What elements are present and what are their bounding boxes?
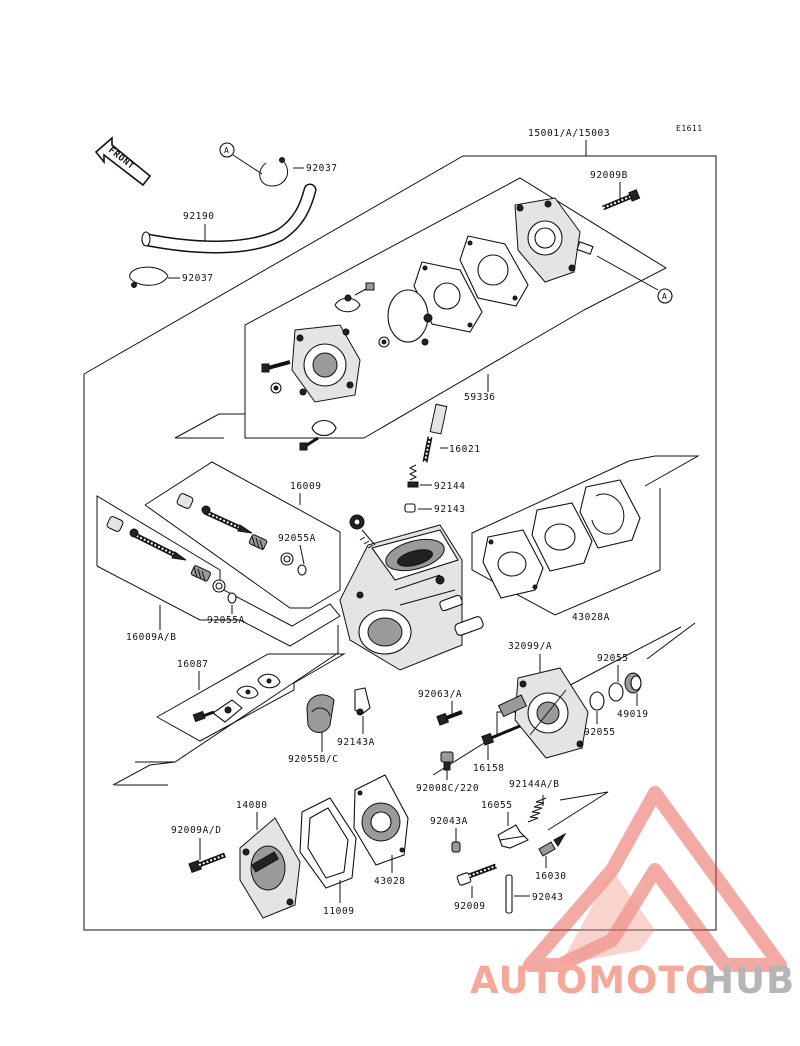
label-92143: 92143 bbox=[434, 504, 466, 515]
label-49019: 49019 bbox=[617, 709, 649, 720]
label-16009ab: 16009A/B bbox=[126, 632, 177, 643]
main-assembly-frame bbox=[83, 155, 717, 931]
label-92009b: 92009B bbox=[590, 170, 628, 181]
adjuster-screw-16009 bbox=[176, 493, 253, 534]
pump-screws-left bbox=[261, 336, 390, 394]
diaphragm-43028a bbox=[579, 479, 641, 549]
adjuster-kit-frame-16009ab bbox=[96, 495, 341, 647]
cap-92055bc bbox=[306, 694, 335, 733]
washer-92055a-lower bbox=[212, 579, 237, 604]
cover-14080 bbox=[239, 817, 301, 919]
pin-92043a bbox=[451, 841, 461, 853]
screw-92009 bbox=[456, 863, 497, 886]
screw-92063a bbox=[436, 710, 463, 726]
gasket-11009 bbox=[299, 797, 357, 889]
adjuster-screw-16009ab bbox=[106, 516, 187, 561]
fuel-pump-body bbox=[291, 324, 361, 403]
carburetor-body bbox=[339, 514, 484, 671]
hose-clamp-top bbox=[259, 157, 288, 187]
fuel-pump-gasket bbox=[413, 261, 483, 333]
label-92063a: 92063/A bbox=[418, 689, 462, 700]
label-92037-top: 92037 bbox=[306, 163, 338, 174]
o-ring-92055-right bbox=[608, 682, 624, 702]
label-92190: 92190 bbox=[183, 211, 215, 222]
ref-marker-a-top: A bbox=[219, 142, 263, 175]
label-92055-right: 92055 bbox=[597, 653, 629, 664]
inlet-needle-16030 bbox=[538, 832, 567, 857]
screw-16158 bbox=[481, 724, 521, 746]
label-92008c: 92008C/220 bbox=[416, 783, 479, 794]
label-92043: 92043 bbox=[532, 892, 564, 903]
label-16009: 16009 bbox=[290, 481, 322, 492]
label-43028a: 43028A bbox=[572, 612, 610, 623]
label-92055-lower-right: 92055 bbox=[584, 727, 616, 738]
plug-92008c bbox=[440, 751, 454, 771]
label-92144: 92144 bbox=[434, 481, 466, 492]
watermark-text-hub: HUB bbox=[703, 959, 795, 1002]
pump-check-valve bbox=[334, 282, 375, 313]
inlet-needle-valve bbox=[422, 403, 448, 463]
fuel-hose bbox=[141, 183, 317, 254]
label-32099a: 32099/A bbox=[508, 641, 552, 652]
label-92009: 92009 bbox=[454, 901, 486, 912]
label-59336: 59336 bbox=[464, 392, 496, 403]
label-14080: 14080 bbox=[236, 800, 268, 811]
watermark-text-automoto: AUTOMOTO bbox=[470, 959, 717, 1002]
collar-92143 bbox=[404, 503, 416, 513]
hose-clamp-bottom bbox=[129, 266, 169, 288]
sheet-code: E1611 bbox=[676, 124, 703, 133]
svg-text:A: A bbox=[662, 292, 667, 301]
front-arrow-icon: FRONT bbox=[94, 136, 152, 187]
label-92037-bottom: 92037 bbox=[182, 273, 214, 284]
fuel-pump-diaphragm bbox=[459, 235, 529, 307]
screw-92009b bbox=[602, 189, 641, 211]
adjuster-spring-16009ab bbox=[190, 565, 212, 582]
spring-92144 bbox=[407, 464, 419, 488]
pump-o-ring bbox=[387, 289, 433, 346]
label-16087: 16087 bbox=[177, 659, 209, 670]
diaphragm-kit-frame-43028a bbox=[471, 455, 700, 616]
label-11009: 11009 bbox=[323, 906, 355, 917]
svg-text:A: A bbox=[224, 146, 229, 155]
lever-parts-16087 bbox=[192, 673, 281, 723]
pump-lower-valve bbox=[299, 419, 337, 451]
washer-92055a-upper bbox=[280, 552, 307, 576]
label-16030: 16030 bbox=[535, 871, 567, 882]
label-92009ad: 92009A/D bbox=[171, 825, 222, 836]
ref-marker-a-right: A bbox=[596, 255, 673, 304]
label-92143a: 92143A bbox=[337, 737, 375, 748]
gasket-43028a-right bbox=[531, 502, 593, 572]
screw-92009ad bbox=[188, 852, 226, 874]
gasket-43028a-left bbox=[482, 529, 544, 599]
watermark-logo bbox=[523, 786, 787, 972]
lever-16055 bbox=[497, 824, 529, 849]
label-92055a-lower: 92055A bbox=[207, 615, 245, 626]
label-92055a-upper: 92055A bbox=[278, 533, 316, 544]
cap-49019 bbox=[624, 672, 642, 694]
adjuster-kit-frame-16009 bbox=[144, 461, 341, 609]
bracket-92143a bbox=[354, 687, 371, 716]
diaphragm-43028 bbox=[353, 774, 409, 866]
label-92043a: 92043A bbox=[430, 816, 468, 827]
pin-92043 bbox=[505, 874, 513, 914]
spring-92144ab bbox=[527, 797, 547, 823]
pump-cover-32099a bbox=[497, 667, 589, 759]
label-92144ab: 92144A/B bbox=[509, 779, 560, 790]
label-16158: 16158 bbox=[473, 763, 505, 774]
label-43028: 43028 bbox=[374, 876, 406, 887]
label-16021: 16021 bbox=[449, 444, 481, 455]
label-15001: 15001/A/15003 bbox=[528, 128, 610, 139]
label-16055: 16055 bbox=[481, 800, 513, 811]
label-92055bc: 92055B/C bbox=[288, 754, 339, 765]
fuel-pump-cover bbox=[514, 197, 594, 283]
fuel-pump-kit-frame bbox=[174, 177, 668, 439]
adjuster-spring-16009 bbox=[248, 534, 268, 551]
o-ring-92055-lower-right bbox=[589, 691, 605, 711]
